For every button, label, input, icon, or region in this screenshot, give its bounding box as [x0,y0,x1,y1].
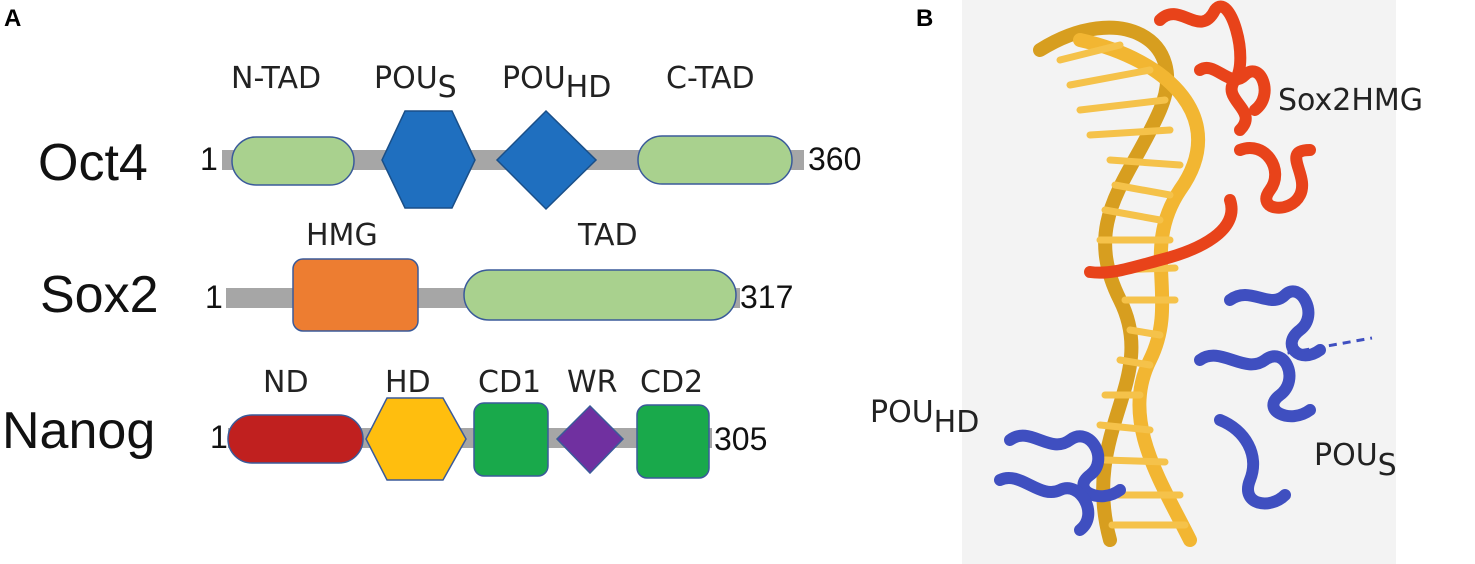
sox2-end-number: 317 [740,279,793,315]
pouhd-label: POUHD [870,395,979,440]
nanog-nd-domain [227,414,364,464]
oct4-end-number: 360 [808,141,861,177]
pous-label: POUS [1314,438,1397,483]
nanog-wr-label: WR [567,365,618,400]
nanog-hd-label: HD [385,365,431,400]
sox2-tad-label: TAD [577,218,638,253]
panel-a: A Oct4 1 360 N-TAD POUS POUHD C-TAD Sox2… [2,5,861,481]
sox2-tad-domain [463,269,737,321]
oct4-diagram: Oct4 1 360 N-TAD POUS POUHD C-TAD [38,61,861,211]
sox2-hmg-label: HMG [306,218,378,253]
oct4-start-number: 1 [200,141,218,177]
sox2-hmg-ribbon [1084,0,1316,279]
nanog-start-number: 1 [210,419,228,455]
pou-ribbons [994,285,1326,536]
nanog-wr-domain [555,404,625,475]
nanog-cd1-label: CD1 [478,365,541,400]
nanog-name: Nanog [2,402,155,460]
oct4-pouhd-domain [495,109,598,211]
nanog-hd-domain [365,397,467,481]
sox2-diagram: Sox2 1 317 HMG TAD [40,218,793,332]
nanog-nd-label: ND [263,365,309,400]
oct4-name: Oct4 [38,134,148,192]
oct4-pouhd-label: POUHD [502,61,611,105]
nanog-cd2-domain [636,404,710,479]
sox2-start-number: 1 [205,279,223,315]
oct4-ctad-label: C-TAD [666,61,755,96]
panel-a-letter: A [4,5,21,32]
oct4-pous-label: POUS [374,61,457,105]
nanog-end-number: 305 [714,421,767,457]
dna-double-helix [1033,20,1206,547]
panel-b: B [870,0,1423,564]
sox2-hmg-domain [292,258,419,332]
panel-b-letter: B [916,5,933,32]
oct4-ctad-domain [637,135,793,185]
oct4-ntad-label: N-TAD [231,61,321,96]
dna-base-pairs [1056,41,1189,529]
nanog-cd2-label: CD2 [640,365,703,400]
nanog-cd1-domain [473,402,549,477]
disordered-linker-dashed [1259,336,1373,360]
sox2hmg-label: Sox2HMG [1278,83,1423,118]
nanog-diagram: Nanog 1 305 ND HD CD1 WR CD2 [2,365,767,481]
oct4-ntad-domain [231,136,355,186]
sox2-name: Sox2 [40,266,159,324]
oct4-pous-domain [381,110,476,209]
